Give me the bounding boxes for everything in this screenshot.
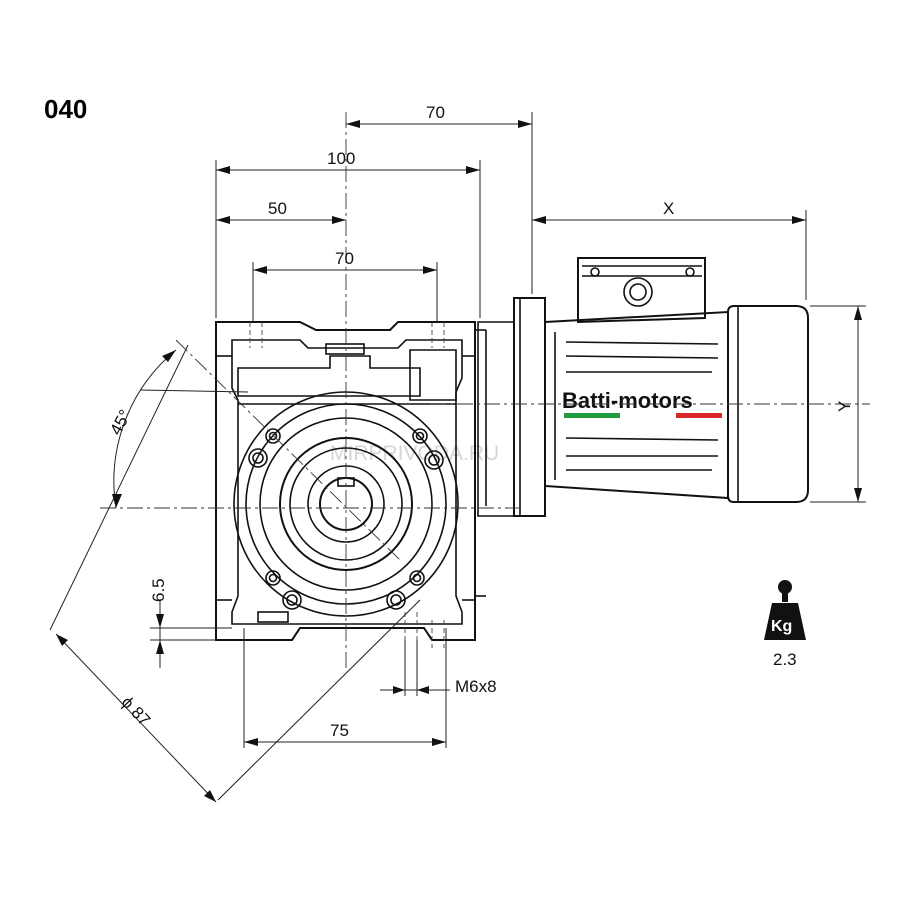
gearbox-housing [215, 321, 486, 648]
dim-75: 75 [330, 721, 349, 740]
model-title: 040 [44, 94, 87, 124]
dim-angle-45: 45° [106, 407, 135, 439]
dim-thread: M6x8 [455, 677, 497, 696]
extension-lines [49, 112, 866, 801]
brand-stripe-red [676, 413, 722, 418]
dim-6-5: 6.5 [149, 578, 168, 602]
weight-value: 2.3 [773, 650, 797, 669]
dim-diameter-87: ϕ 87 [118, 693, 155, 730]
dim-flange-70: 70 [335, 249, 354, 268]
watermark-text: MIRPRIVODA.RU [330, 442, 499, 465]
motor-flange [477, 297, 546, 517]
motor-body [544, 257, 809, 503]
cable-gland-icon [623, 277, 653, 307]
dim-x: X [663, 199, 674, 218]
weight-icon [764, 580, 806, 640]
dim-100: 100 [327, 149, 355, 168]
brand-stripe-green [564, 413, 620, 418]
dimension-lines [55, 120, 862, 803]
weight-unit-label: Kg [771, 618, 792, 635]
dim-50: 50 [268, 199, 287, 218]
bolt-holes [248, 428, 444, 610]
brand-label: Batti-motors [562, 388, 693, 413]
center-lines [100, 112, 870, 672]
dim-top-70: 70 [426, 103, 445, 122]
dim-y: Y [835, 401, 854, 412]
